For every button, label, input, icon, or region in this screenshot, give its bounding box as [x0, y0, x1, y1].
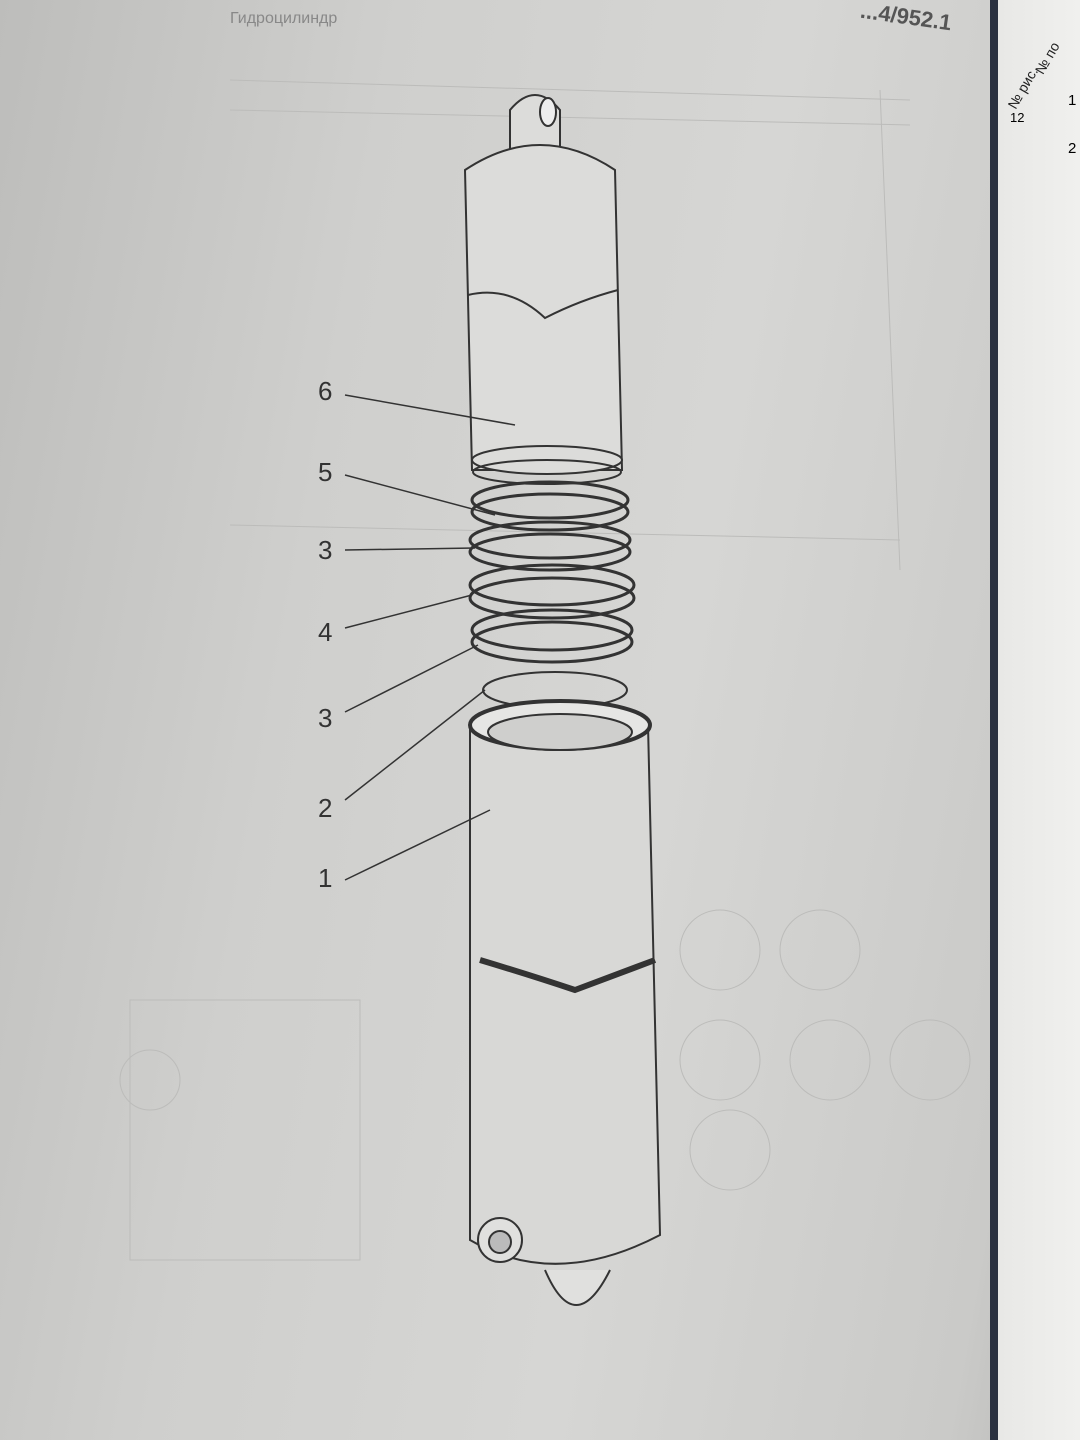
leader-lines	[344, 394, 516, 881]
callout-4: 4	[318, 617, 333, 647]
upper-cylinder-part-6	[463, 94, 624, 485]
callout-1: 1	[318, 863, 333, 893]
seal-rings-3-4-5	[468, 480, 636, 709]
table-row-1: 1	[1068, 92, 1077, 109]
header-subtitle: Гидроцилиндр	[230, 10, 338, 27]
lower-cylinder-part-1	[468, 699, 662, 1306]
callout-6: 6	[318, 376, 333, 406]
table-row-2: 2	[1068, 140, 1077, 157]
callout-3-upper: 3	[318, 535, 333, 565]
table-header-pos: № по	[1031, 39, 1063, 77]
callout-5: 5	[318, 457, 333, 487]
faded-background-table	[119, 79, 971, 1261]
callout-3-lower: 3	[318, 703, 333, 733]
callout-2: 2	[318, 793, 333, 823]
table-figure-ref: 12	[1010, 110, 1025, 125]
right-page: № рис. № по 12 1 2	[990, 0, 1080, 1440]
